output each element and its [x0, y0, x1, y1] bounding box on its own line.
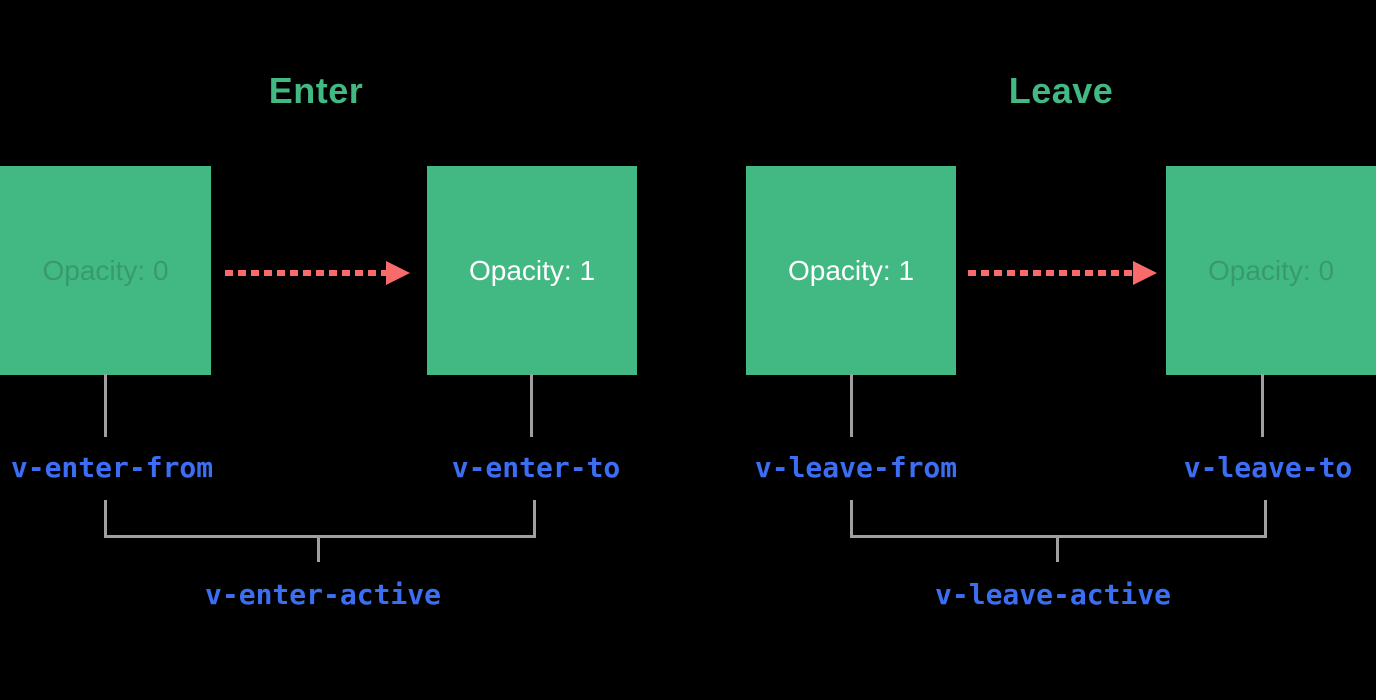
- enter-active-bracket: [104, 500, 536, 538]
- enter-section-title: Enter: [268, 70, 364, 111]
- leave-arrow-head-icon: [1133, 261, 1157, 285]
- leave-to-class-label: v-leave-to: [1183, 451, 1353, 484]
- enter-from-connector-line: [104, 374, 107, 437]
- enter-arrow-head-icon: [386, 261, 410, 285]
- leave-from-class-label: v-leave-from: [754, 451, 958, 484]
- enter-to-box: Opacity: 1: [427, 166, 637, 375]
- enter-from-class-label: v-enter-from: [10, 451, 214, 484]
- leave-from-opacity-label: Opacity: 1: [787, 254, 915, 286]
- enter-to-connector-line: [530, 374, 533, 437]
- enter-active-class-label: v-enter-active: [204, 578, 442, 611]
- leave-to-opacity-label: Opacity: 0: [1207, 254, 1335, 286]
- leave-to-box: Opacity: 0: [1166, 166, 1376, 375]
- leave-from-box: Opacity: 1: [746, 166, 956, 375]
- enter-active-stem-line: [317, 538, 320, 562]
- enter-from-box: Opacity: 0: [0, 166, 211, 375]
- leave-to-connector-line: [1261, 374, 1264, 437]
- leave-active-stem-line: [1056, 538, 1059, 562]
- leave-from-connector-line: [850, 374, 853, 437]
- leave-section-title: Leave: [1008, 70, 1114, 111]
- leave-active-class-label: v-leave-active: [934, 578, 1172, 611]
- enter-from-opacity-label: Opacity: 0: [42, 254, 169, 286]
- enter-dashed-arrow-line-icon: [225, 270, 386, 276]
- enter-to-opacity-label: Opacity: 1: [468, 254, 596, 286]
- leave-active-bracket: [850, 500, 1267, 538]
- enter-to-class-label: v-enter-to: [451, 451, 621, 484]
- leave-dashed-arrow-line-icon: [968, 270, 1133, 276]
